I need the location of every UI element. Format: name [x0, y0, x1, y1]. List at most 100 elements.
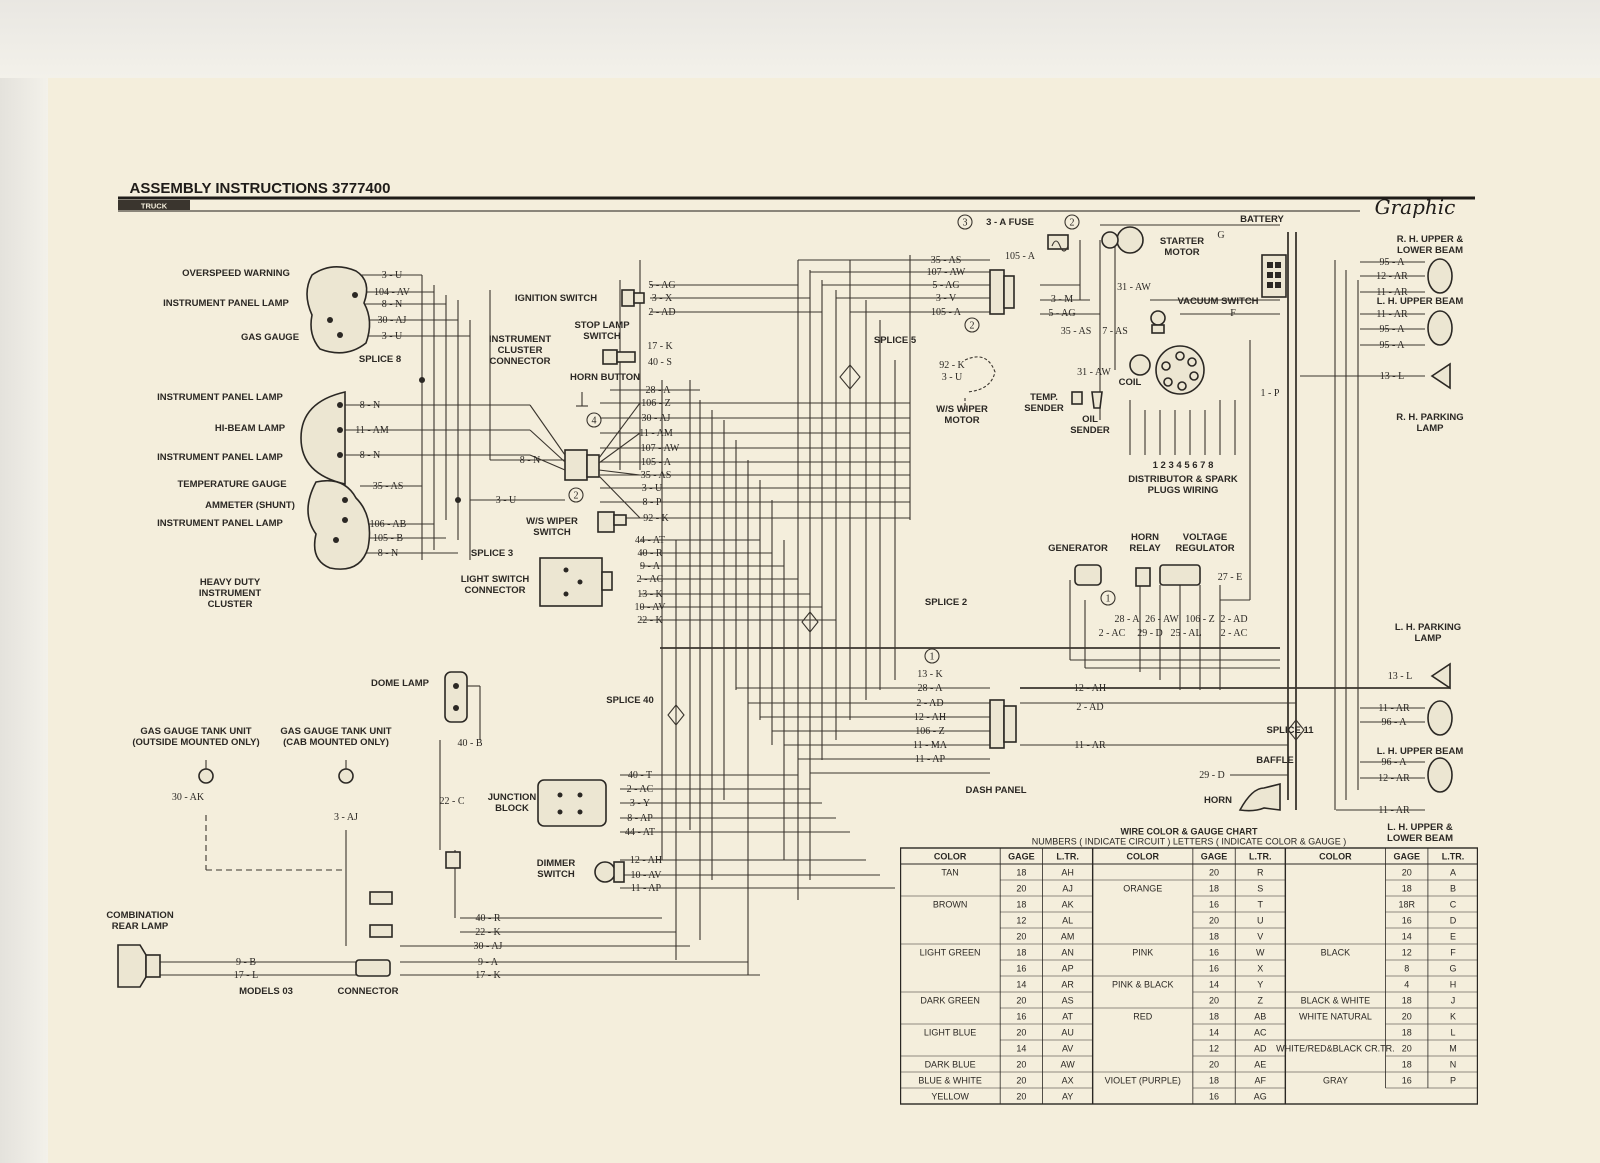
wire-label: 96 - A: [1382, 757, 1408, 768]
terminal: [337, 402, 343, 408]
wire-label: 29 - D: [1137, 628, 1163, 639]
wire-label: 2 - AD: [916, 698, 943, 709]
label-rh-parking: LAMP: [1417, 423, 1445, 434]
ignition-switch: [621, 289, 645, 307]
chart-cell-gage: 18: [1402, 996, 1412, 1006]
label-dome-lamp: DOME LAMP: [371, 678, 430, 689]
label-generator: GENERATOR: [1048, 543, 1108, 554]
label-ammeter: AMMETER (SHUNT): [205, 500, 295, 511]
oil-sender-body: [1091, 391, 1103, 409]
label-baffle: BAFFLE: [1256, 755, 1293, 766]
wire-label: 40 - B: [458, 738, 483, 749]
wire-label: 35 - AS: [931, 255, 962, 266]
label-stop-lamp-switch: STOP LAMP: [574, 320, 630, 331]
chart-cell-letter: P: [1450, 1076, 1456, 1086]
page-title: ASSEMBLY INSTRUCTIONS 3777400: [130, 180, 391, 197]
dome-connector: [445, 851, 461, 869]
chart-cell-letter: T: [1258, 900, 1264, 910]
chart-cell-gage: 20: [1016, 1060, 1026, 1070]
scanner-left-margin: [0, 78, 48, 1163]
wire-label: 7 - AS: [1102, 326, 1128, 337]
label-stop-lamp-switch: SWITCH: [583, 331, 621, 342]
wire-label: 1 - P: [1261, 388, 1280, 399]
wire-label: 10 - AV: [635, 602, 667, 613]
chart-cell-gage: 12: [1209, 1044, 1219, 1054]
wire-label: 95 - A: [1380, 257, 1406, 268]
wire-color-gauge-chart: WIRE COLOR & GAUGE CHART NUMBERS ( INDIC…: [900, 826, 1478, 1105]
wire-label: 5 - AG: [932, 280, 959, 291]
terminal: [337, 427, 343, 433]
chart-cell-color: DARK BLUE: [925, 1060, 976, 1070]
splice-40-node: [667, 704, 685, 726]
chart-cell-gage: 18: [1402, 1028, 1412, 1038]
label-heavy-duty-cluster: INSTRUMENT: [199, 588, 261, 599]
wire-label: 8 - N: [360, 450, 381, 461]
wire-label: 3 - U: [942, 372, 963, 383]
label-cluster-connector: INSTRUMENT: [489, 334, 551, 345]
label-oil-sender: SENDER: [1070, 425, 1110, 436]
marker-label: 2: [970, 321, 975, 332]
label-lh-upper-beam-bottom: L. H. UPPER BEAM: [1377, 746, 1464, 757]
distributor-terminal: [1187, 357, 1197, 367]
chart-cell-letter: AX: [1062, 1076, 1074, 1086]
wire-label: 40 - R: [638, 548, 663, 559]
wire-label: 12 - AH: [1074, 683, 1106, 694]
rear-lamp-socket: [145, 954, 161, 978]
vacuum-switch-body: [1150, 310, 1166, 326]
chart-cell-gage: 18: [1209, 932, 1219, 942]
wire-label: 17 - L: [234, 970, 258, 981]
wiper-motor-outline: [964, 356, 996, 393]
wire-label: 105 - A: [931, 307, 962, 318]
chart-cell-letter: AY: [1062, 1092, 1073, 1102]
splice-dot: [455, 497, 461, 503]
wire-label: 2 - AD: [1076, 702, 1103, 713]
wire-label: 27 - E: [1218, 572, 1242, 583]
chart-cell-gage: 16: [1402, 916, 1412, 926]
wire-label: 13 - L: [1388, 671, 1412, 682]
wire-label: 12 - AR: [1376, 271, 1408, 282]
temp-gauge: [307, 479, 371, 570]
wire-label: 107 - AW: [641, 443, 680, 454]
light-switch-body: [539, 557, 603, 607]
chart-cell-gage: 18: [1209, 1076, 1219, 1086]
wire-label: 95 - A: [1380, 324, 1406, 335]
chart-cell-letter: AL: [1062, 916, 1073, 926]
chart-cell-letter: X: [1257, 964, 1263, 974]
dome-lamp: [439, 671, 481, 918]
wire-label: 22 - K: [475, 927, 501, 938]
chart-cell-letter: AN: [1061, 948, 1074, 958]
chart-title: WIRE COLOR & GAUGE CHART: [1121, 826, 1258, 836]
stop-lamp-switch-plunger: [616, 351, 636, 363]
rear-connector: [369, 891, 393, 905]
distributor-terminal: [1189, 371, 1199, 381]
wire-label: 104 - AV: [374, 287, 411, 298]
wire-label: 3 - U: [382, 270, 403, 281]
chart-cell-letter: AR: [1061, 980, 1074, 990]
distributor-terminal: [1161, 361, 1171, 371]
wire-label: 40 - T: [628, 770, 652, 781]
wire-label: 12 - AH: [630, 855, 662, 866]
wire: [598, 432, 641, 464]
chart-cell-gage: 18: [1016, 868, 1026, 878]
chart-cell-gage: 20: [1209, 1060, 1219, 1070]
chart-cell-gage: 16: [1016, 964, 1026, 974]
junction-block-body: [537, 779, 607, 827]
label-battery: BATTERY: [1240, 214, 1284, 225]
wire-label: 8 - N: [382, 299, 403, 310]
chart-cell-gage: 20: [1402, 1044, 1412, 1054]
chart-cell-gage: 14: [1016, 1044, 1026, 1054]
chart-cell-color: VIOLET (PURPLE): [1105, 1076, 1181, 1086]
wire-label: 5 - AG: [1048, 308, 1075, 319]
chart-cell-color: RED: [1133, 1012, 1153, 1022]
label-horn-button: HORN BUTTON: [570, 372, 640, 383]
marker-circle: [1100, 590, 1116, 606]
label-lh-parking: LAMP: [1415, 633, 1443, 644]
chart-cell-gage: 18: [1402, 1060, 1412, 1070]
marker-label: 1: [930, 652, 935, 663]
chart-cell-letter: AM: [1061, 932, 1075, 942]
instrument-cluster: [300, 266, 461, 570]
label-wiper-motor: W/S WIPER: [936, 404, 988, 415]
chart-cell-gage: 16: [1209, 900, 1219, 910]
dash-connector: [989, 699, 1017, 749]
